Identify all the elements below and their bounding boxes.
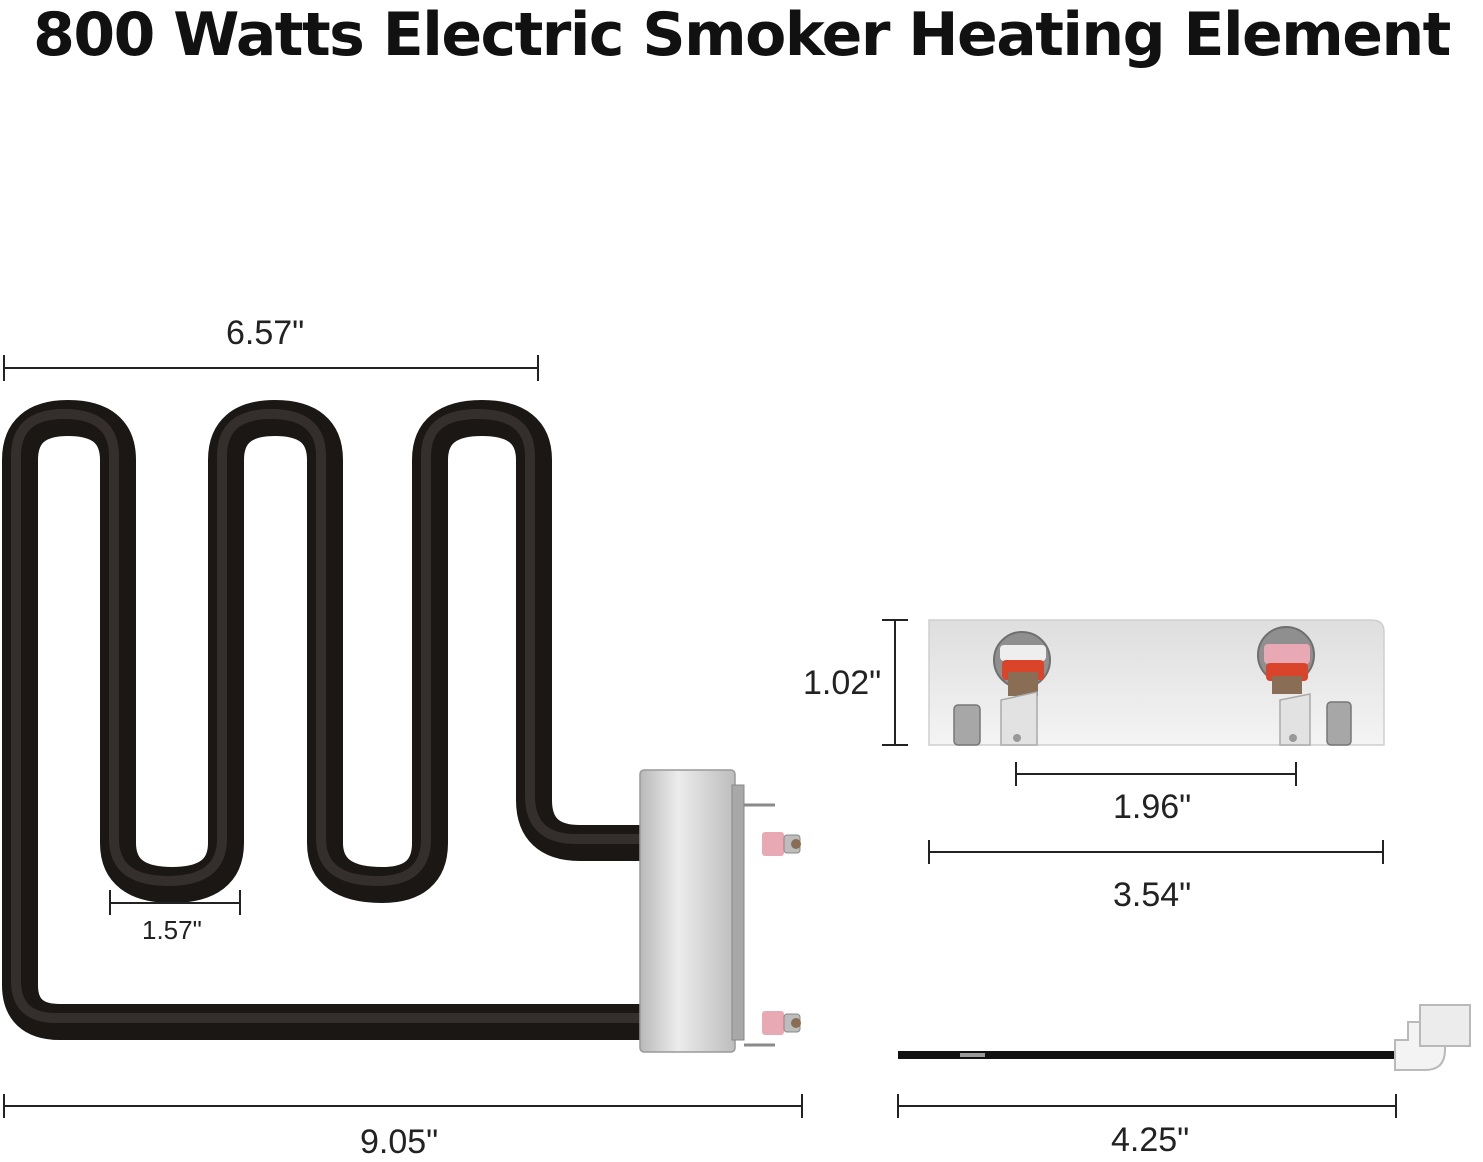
element-bracket [639,769,801,1053]
dimension-lines [3,355,1397,1118]
dimension-total-width: 9.05" [360,1123,439,1161]
wire-connector [898,1004,1471,1071]
dimension-loop-gap: 1.57" [142,915,202,945]
dimension-wire-length: 4.25" [1111,1121,1190,1159]
page-title: 800 Watts Electric Smoker Heating Elemen… [33,0,1451,70]
dimension-bracket-width: 3.54" [1113,876,1192,914]
dimension-top-width: 6.57" [226,314,305,352]
mounting-plate [928,619,1385,746]
dimension-terminal-spacing: 1.96" [1113,788,1192,826]
heating-element [2,400,740,1040]
dimension-bracket-height: 1.02" [803,664,882,702]
